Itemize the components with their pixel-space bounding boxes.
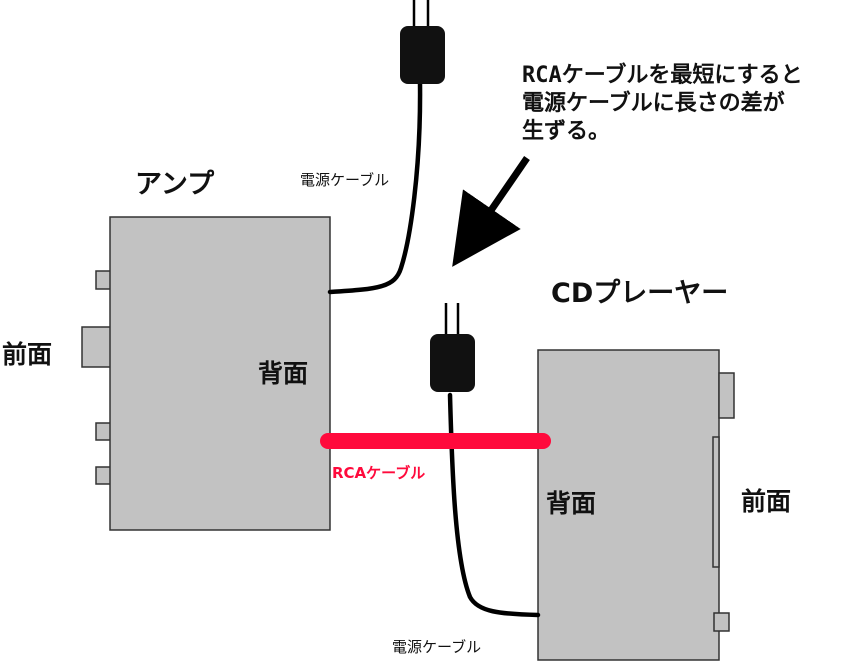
cd-player-back-label: 背面 xyxy=(546,489,596,518)
cd-power-plug xyxy=(430,334,475,392)
amp-power-cable xyxy=(327,0,445,295)
cd-player-body xyxy=(537,349,720,661)
amp-front-display xyxy=(81,326,113,368)
amp-power-cable-label: 電源ケーブル xyxy=(300,171,389,189)
note-arrow xyxy=(452,156,530,267)
cd-player-front-jack xyxy=(713,612,730,632)
amp-front-label: 前面 xyxy=(2,340,52,369)
cd-power-cable-label: 電源ケーブル xyxy=(392,638,481,656)
note-text: RCAケーブルを最短にすると 電源ケーブルに長さの差が 生ずる。 xyxy=(522,62,803,144)
cd-player-front-label: 前面 xyxy=(741,487,791,516)
amp-back-label: 背面 xyxy=(258,359,308,388)
amp-front-knob-3 xyxy=(95,466,112,485)
amp-title: アンプ xyxy=(135,169,215,200)
amp-front-knob-2 xyxy=(95,422,112,441)
note-line-1: RCAケーブルを最短にすると xyxy=(522,62,803,88)
amp-front-knob-1 xyxy=(95,270,112,290)
amp-device xyxy=(81,216,331,531)
cd-player-device xyxy=(537,349,735,661)
amp-power-plug xyxy=(400,26,445,84)
cd-player-front-button xyxy=(718,372,735,419)
note-line-3: 生ずる。 xyxy=(522,119,610,144)
cd-player-disc-tray xyxy=(712,436,720,568)
cd-power-cable xyxy=(430,303,541,618)
rca-cable-label: RCAケーブル xyxy=(332,464,425,482)
cd-player-title: CDプレーヤー xyxy=(551,278,728,309)
amp-body xyxy=(109,216,331,531)
note-line-2: 電源ケーブルに長さの差が xyxy=(522,90,785,116)
